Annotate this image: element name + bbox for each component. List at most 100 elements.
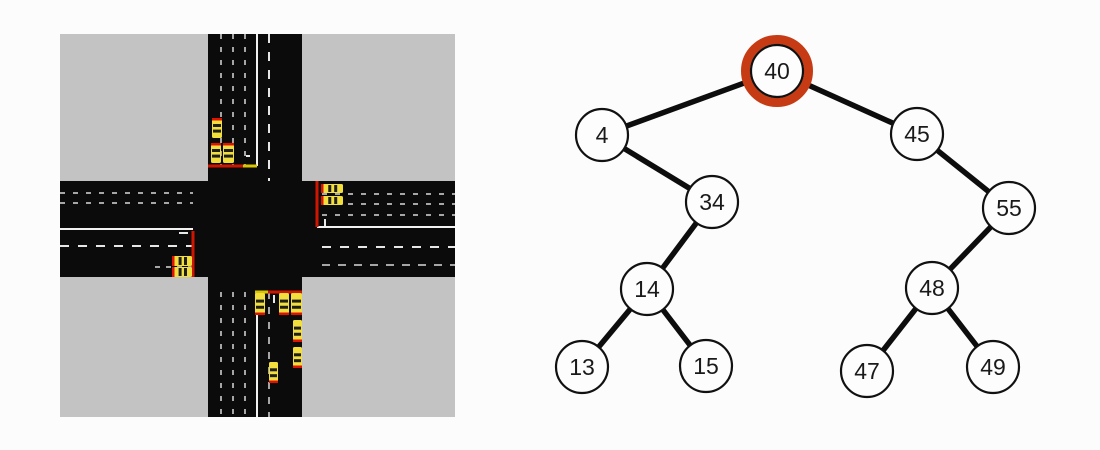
traffic-car bbox=[211, 143, 221, 163]
car-window bbox=[270, 374, 277, 378]
car-window bbox=[334, 197, 338, 204]
city-block bbox=[60, 34, 208, 181]
car-window bbox=[224, 149, 233, 152]
car-window bbox=[294, 353, 301, 357]
tree-node-circle bbox=[749, 43, 805, 99]
tree-node-value: 13 bbox=[569, 354, 595, 380]
car-tail-light bbox=[212, 118, 222, 121]
car-tail-light bbox=[321, 184, 324, 193]
tree-node-value: 4 bbox=[596, 122, 609, 148]
car-tail-light bbox=[293, 339, 302, 342]
tree-node: 45 bbox=[889, 106, 945, 162]
car-body bbox=[223, 143, 234, 163]
car-body bbox=[293, 320, 302, 342]
road-arrow-mark bbox=[179, 232, 188, 234]
road-arrow-mark bbox=[246, 155, 250, 157]
car-window bbox=[213, 124, 221, 127]
tree-node: 40 bbox=[741, 35, 813, 107]
traffic-car bbox=[321, 184, 343, 193]
car-window bbox=[256, 305, 264, 309]
tree-node-value: 45 bbox=[904, 121, 930, 147]
car-window bbox=[212, 154, 220, 158]
road-arrow-mark bbox=[273, 295, 275, 303]
car-window bbox=[178, 257, 182, 265]
traffic-car bbox=[255, 293, 265, 315]
car-window bbox=[256, 299, 264, 303]
car-body bbox=[293, 347, 302, 368]
tree-node-circle bbox=[904, 260, 960, 316]
traffic-car bbox=[293, 347, 302, 368]
car-tail-light bbox=[172, 267, 175, 277]
car-window bbox=[328, 197, 332, 204]
city-block bbox=[302, 277, 455, 417]
tree-node: 13 bbox=[554, 339, 610, 395]
car-window bbox=[212, 149, 220, 152]
car-tail-light bbox=[172, 256, 175, 266]
car-body bbox=[269, 362, 278, 383]
car-window bbox=[280, 299, 288, 303]
traffic-simulation-panel bbox=[60, 34, 455, 417]
tree-node: 48 bbox=[904, 260, 960, 316]
tree-node: 49 bbox=[965, 339, 1021, 395]
tree-node: 14 bbox=[619, 261, 675, 317]
tree-node-value: 40 bbox=[764, 58, 790, 84]
tree-node: 47 bbox=[839, 343, 895, 399]
car-tail-light bbox=[211, 143, 221, 146]
tree-node-circle bbox=[678, 338, 734, 394]
tree-node-circle bbox=[574, 107, 630, 163]
car-body bbox=[321, 184, 343, 193]
tree-node: 4 bbox=[574, 107, 630, 163]
car-body bbox=[291, 293, 302, 315]
car-window bbox=[213, 129, 221, 133]
car-window bbox=[184, 257, 187, 265]
car-window bbox=[292, 299, 301, 303]
tree-node: 15 bbox=[678, 338, 734, 394]
car-body bbox=[279, 293, 289, 315]
tree-node-circle bbox=[965, 339, 1021, 395]
tree-node-value: 14 bbox=[634, 276, 660, 302]
tree-node-circle bbox=[619, 261, 675, 317]
tree-node: 34 bbox=[684, 174, 740, 230]
tree-node-circle bbox=[981, 180, 1037, 236]
car-tail-light bbox=[279, 312, 289, 315]
car-window bbox=[184, 268, 187, 276]
car-tail-light bbox=[293, 365, 302, 368]
traffic-car bbox=[269, 362, 278, 383]
tree-node-value: 34 bbox=[699, 189, 725, 215]
traffic-car bbox=[321, 196, 343, 205]
car-window bbox=[292, 305, 301, 309]
traffic-car bbox=[172, 267, 192, 277]
car-window bbox=[178, 268, 182, 276]
city-block bbox=[60, 277, 208, 417]
tree-node-value: 55 bbox=[996, 195, 1022, 221]
car-window bbox=[294, 326, 301, 330]
tree-node-circle bbox=[684, 174, 740, 230]
car-body bbox=[255, 293, 265, 315]
tree-node-circle bbox=[889, 106, 945, 162]
car-window bbox=[224, 154, 233, 158]
traffic-simulation-image bbox=[60, 34, 455, 417]
road-arrow-mark bbox=[324, 219, 326, 226]
traffic-car bbox=[293, 320, 302, 342]
car-body bbox=[321, 196, 343, 205]
traffic-car bbox=[223, 143, 234, 163]
car-tail-light bbox=[269, 380, 278, 383]
car-tail-light bbox=[291, 312, 302, 315]
car-body bbox=[212, 118, 222, 138]
car-window bbox=[334, 185, 338, 192]
traffic-car bbox=[172, 256, 192, 266]
tree-node-value: 47 bbox=[854, 358, 880, 384]
car-window bbox=[328, 185, 332, 192]
tree-node-value: 49 bbox=[980, 354, 1006, 380]
traffic-car bbox=[291, 293, 302, 315]
tree-node: 55 bbox=[981, 180, 1037, 236]
traffic-car bbox=[279, 293, 289, 315]
tree-node-value: 48 bbox=[919, 275, 945, 301]
car-tail-light bbox=[223, 143, 234, 146]
city-block bbox=[302, 34, 455, 181]
tree-node-value: 15 bbox=[693, 353, 719, 379]
car-window bbox=[280, 305, 288, 309]
